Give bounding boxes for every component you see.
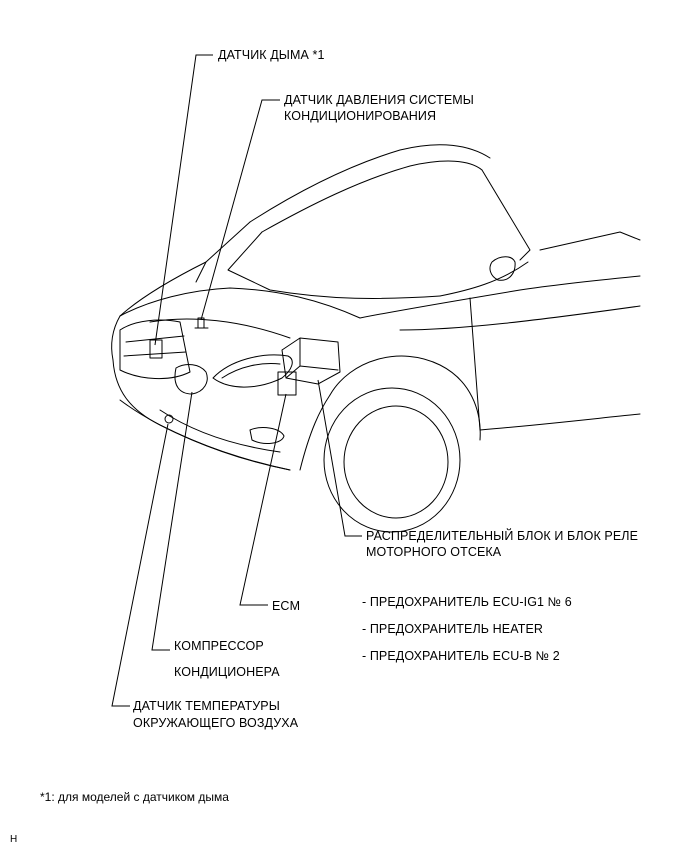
hood-crease [149, 318, 291, 339]
grille-bar-2 [123, 351, 187, 357]
leader-smoke-sensor [154, 54, 213, 346]
windshield-top [261, 160, 483, 233]
ecm-part [277, 371, 297, 396]
hood-shoulder [119, 261, 207, 317]
grille-bar-1 [125, 335, 185, 343]
compressor-label-line1: КОМПРЕССОР [174, 639, 264, 653]
front-wheel-inner [343, 405, 449, 519]
fuse-ecu-ig1-label: - ПРЕДОХРАНИТЕЛЬ ECU-IG1 № 6 [362, 595, 572, 609]
bumper-lower [119, 399, 291, 471]
windshield-lower [227, 231, 441, 299]
fuse-ecu-b-label: - ПРЕДОХРАНИТЕЛЬ ECU-B № 2 [362, 649, 560, 663]
fog-lamp [249, 427, 285, 444]
compressor-label-line2: КОНДИЦИОНЕРА [174, 665, 280, 679]
windshield-base [439, 261, 529, 297]
roof-line [249, 144, 491, 223]
ac-pressure-sensor-label-line2: КОНДИЦИОНИРОВАНИЯ [284, 109, 437, 123]
leader-compressor [151, 391, 193, 651]
ambient-sensor-label-line2: ОКРУЖАЮЩЕГО ВОЗДУХА [133, 716, 299, 730]
a-pillar-front [195, 221, 251, 283]
leader-relay-block [317, 379, 362, 537]
hood-left-edge [111, 315, 121, 361]
fender-lower [299, 394, 331, 471]
door-front-edge [469, 297, 481, 431]
door-lower [479, 413, 641, 431]
ambient-sensor-label-line1: ДАТЧИК ТЕМПЕРАТУРЫ [133, 699, 280, 713]
mirror [489, 256, 516, 281]
headlight-inner [221, 363, 281, 379]
relay-block-label-line1: РАСПРЕДЕЛИТЕЛЬНЫЙ БЛОК И БЛОК РЕЛЕ [366, 529, 639, 543]
a-pillar-rear [481, 169, 531, 261]
side-body-line [399, 305, 641, 331]
leader-ambient-sensor [111, 423, 169, 707]
leader-ac-pressure-sensor [200, 99, 280, 321]
front-wheel-outer [323, 387, 461, 533]
fuse-heater-label: - ПРЕДОХРАНИТЕЛЬ HEATER [362, 622, 544, 636]
footnote: *1: для моделей с датчиком дыма [40, 790, 229, 804]
wheel-arch [329, 355, 481, 441]
grille-outline [119, 319, 191, 380]
ambient-sensor-part [164, 414, 174, 424]
vehicle-illustration [111, 144, 641, 533]
leader-ecm [239, 393, 287, 606]
leader-lines [111, 54, 362, 707]
smoke-sensor-part [149, 339, 163, 359]
smoke-sensor-label: ДАТЧИК ДЫМА *1 [218, 48, 325, 62]
compressor-part [174, 364, 208, 395]
ecm-label: ECM [272, 599, 301, 613]
corner-mark: H [10, 834, 18, 845]
relay-block-part [281, 337, 341, 385]
headlight [212, 354, 293, 388]
ac-pressure-sensor-label-line1: ДАТЧИК ДАВЛЕНИЯ СИСТЕМЫ [284, 93, 474, 107]
hood-front-edge [119, 287, 361, 319]
relay-block-label-line2: МОТОРНОГО ОТСЕКА [366, 545, 502, 559]
lower-intake [159, 409, 281, 453]
door-window [539, 231, 641, 251]
fender-line [359, 275, 641, 319]
